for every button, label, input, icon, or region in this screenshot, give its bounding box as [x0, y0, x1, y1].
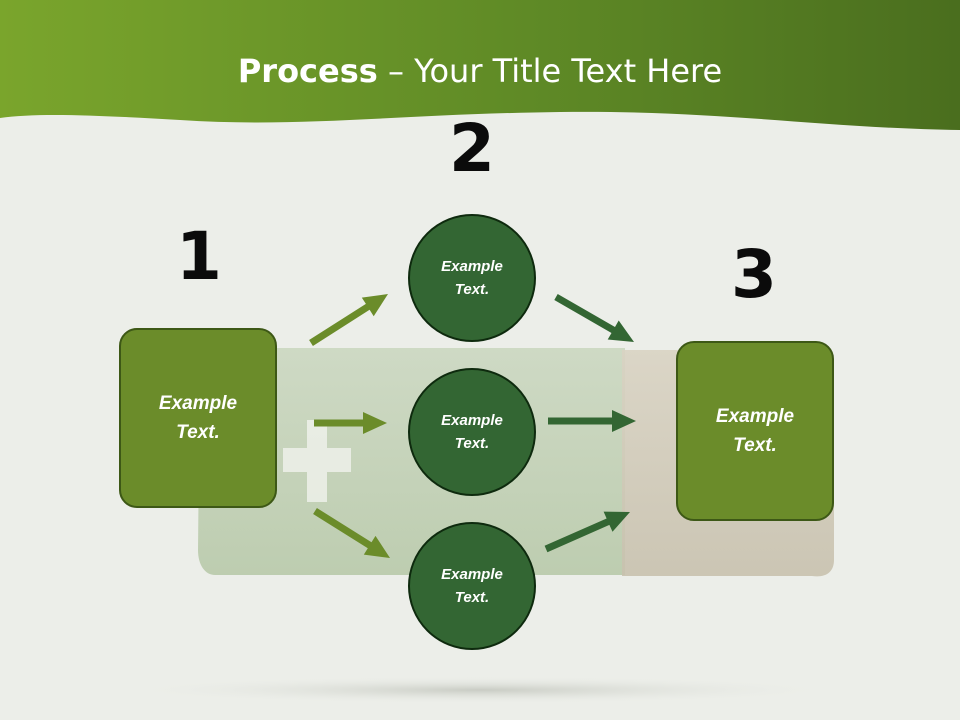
plus-sign-image	[283, 420, 351, 502]
arrow-1-to-middle	[314, 412, 387, 434]
circle-top[interactable]: Example Text.	[408, 214, 536, 342]
step-number-3: 3	[731, 236, 777, 313]
step-number-1: 1	[176, 218, 222, 295]
circle-bottom[interactable]: Example Text.	[408, 522, 536, 650]
title-bold: Process	[237, 52, 378, 90]
circle-bottom-text: Example Text.	[441, 566, 503, 606]
circle-middle-text: Example Text.	[441, 412, 503, 452]
circle-top-text: Example Text.	[441, 258, 503, 298]
arrow-bottom-to-3	[544, 511, 630, 553]
step-1-box[interactable]: Example Text.	[119, 328, 277, 508]
arrow-1-to-top	[309, 294, 388, 346]
step-1-text: Example Text.	[158, 393, 238, 443]
slide-title: Process – Your Title Text Here	[0, 52, 960, 90]
floor-shadow	[120, 676, 840, 704]
title-rest: – Your Title Text Here	[377, 52, 723, 90]
step-number-2: 2	[449, 110, 495, 187]
arrow-middle-to-3	[548, 410, 636, 432]
arrow-top-to-3	[554, 294, 634, 342]
circle-middle[interactable]: Example Text.	[408, 368, 536, 496]
step-3-text: Example Text.	[715, 406, 795, 456]
step-3-box[interactable]: Example Text.	[676, 341, 834, 521]
header-wave	[0, 0, 960, 130]
arrow-1-to-bottom	[313, 508, 390, 558]
